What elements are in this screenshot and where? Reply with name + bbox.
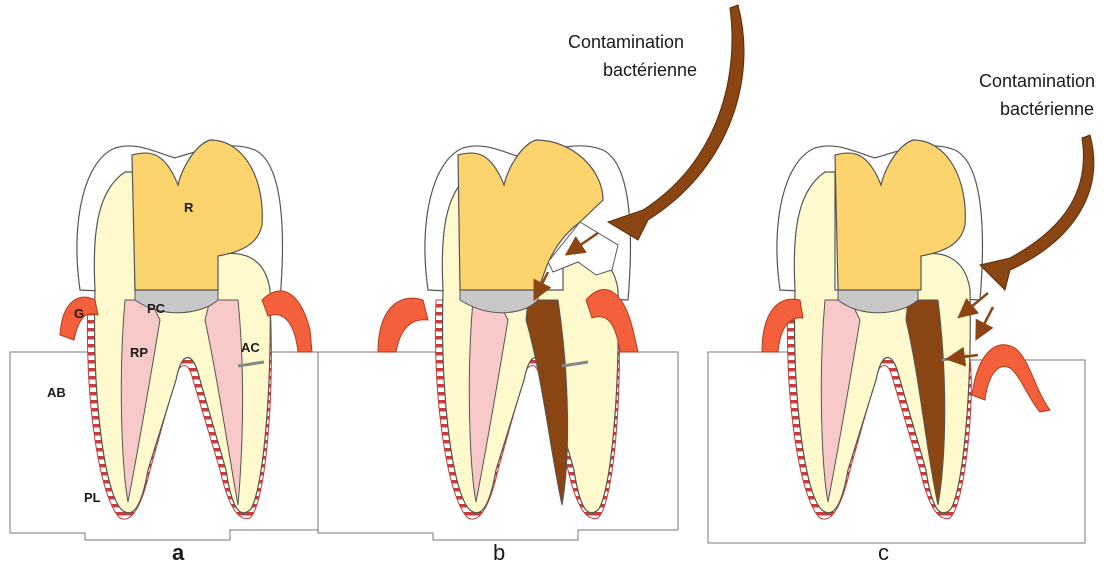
contamination-arrow-large xyxy=(980,135,1094,290)
panel-caption-a: a xyxy=(172,540,185,563)
label-root-pulp: RP xyxy=(130,345,148,360)
contamination-arrow-small-2 xyxy=(980,307,993,332)
panel-caption-b: b xyxy=(493,540,505,563)
gingiva-left xyxy=(378,298,428,352)
contamination-label-line1: Contamination xyxy=(979,71,1095,91)
label-pulp-chamber: PC xyxy=(147,301,166,316)
label-restoration: R xyxy=(184,200,194,215)
contamination-label-line1: Contamination xyxy=(568,32,684,52)
label-periodontal-ligament: PL xyxy=(84,490,101,505)
label-accessory-canal: AC xyxy=(241,340,260,355)
panel-b: Contamination bactérienne b xyxy=(318,5,744,563)
label-alveolar-bone: AB xyxy=(47,385,66,400)
panel-c: Contamination bactérienne c xyxy=(708,71,1095,563)
panel-caption-c: c xyxy=(878,540,889,563)
contamination-label-line2: bactérienne xyxy=(1000,99,1094,119)
panel-a: R PC G RP AC AB PL a xyxy=(10,140,330,563)
label-gingiva: G xyxy=(74,306,84,321)
contamination-label-line2: bactérienne xyxy=(603,60,697,80)
